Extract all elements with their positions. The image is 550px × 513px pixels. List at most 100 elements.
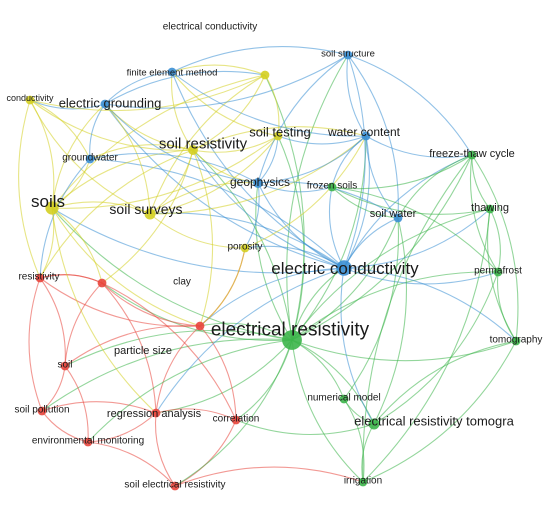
node-label-electrical-resistivity[interactable]: electrical resistivity — [211, 320, 370, 341]
node-label-soil-resistivity[interactable]: soil resistivity — [159, 135, 248, 152]
node-label-permafrost[interactable]: permafrost — [474, 266, 522, 277]
edge-electric-grounding-soil-structure — [104, 54, 349, 109]
node-clay[interactable] — [195, 321, 205, 331]
edge-soil-structure-freeze-thaw-cycle — [347, 54, 473, 156]
edge-electric-conductivity-regression-analysis — [155, 267, 345, 414]
node-label-finite-element-method[interactable]: finite element method — [127, 67, 218, 78]
node-label-electrical-conductivity[interactable]: electrical conductivity — [163, 22, 257, 33]
node-label-tomography[interactable]: tomography — [490, 335, 543, 346]
edge-clay-correlation — [199, 325, 237, 421]
node-frozen-soils[interactable] — [327, 182, 337, 192]
edge-soils-electrical-conductivity — [51, 74, 266, 209]
node-label-correlation[interactable]: correlation — [213, 414, 260, 425]
node-label-frozen-soils[interactable]: frozen soils — [307, 181, 358, 192]
edge-geophysics-porosity — [244, 182, 260, 249]
node-regression-analysis[interactable] — [151, 408, 161, 418]
edge-particle-size-correlation — [101, 282, 237, 421]
edge-electrical-resistivity-tomography-correlation — [235, 419, 375, 435]
edge-electric-grounding-groundwater — [89, 103, 106, 160]
edge-soil-resistivity — [39, 277, 66, 367]
node-label-soil-electrical-resistivity[interactable]: soil electrical resistivity — [124, 480, 225, 491]
node-electric-grounding[interactable] — [100, 99, 110, 109]
edge-soils-regression-analysis — [51, 207, 157, 414]
node-label-clay[interactable]: clay — [173, 277, 191, 288]
node-resistivity[interactable] — [35, 273, 45, 283]
node-label-geophysics[interactable]: geophysics — [230, 175, 290, 189]
node-water-content[interactable] — [361, 131, 371, 141]
node-label-porosity[interactable]: porosity — [227, 242, 262, 253]
node-electrical-conductivity[interactable] — [260, 70, 270, 80]
node-soil-resistivity[interactable] — [188, 145, 198, 155]
node-finite-element-method[interactable] — [167, 67, 177, 77]
node-label-numerical-model[interactable]: numerical model — [307, 393, 380, 404]
node-label-soil-testing[interactable]: soil testing — [249, 125, 310, 140]
node-electrical-resistivity[interactable] — [282, 330, 302, 350]
edge-electrical-resistivity-irrigation — [291, 339, 364, 483]
node-soil-structure[interactable] — [343, 50, 353, 60]
edge-soil-resistivity-resistivity — [39, 149, 194, 279]
node-numerical-model[interactable] — [339, 394, 349, 404]
edge-soil-surveys-electrical-conductivity — [149, 74, 266, 215]
node-conductivity[interactable] — [25, 95, 35, 105]
node-soil-water[interactable] — [393, 213, 403, 223]
node-label-resistivity[interactable]: resistivity — [18, 272, 59, 283]
node-label-environmental-monitoring[interactable]: environmental monitoring — [32, 436, 144, 447]
edge-electrical-resistivity-tomography — [291, 339, 517, 362]
edge-water-content-soil-water — [365, 135, 399, 219]
edge-electrical-resistivity-electrical-conductivity — [264, 74, 305, 341]
edge-water-content-freeze-thaw-cycle — [365, 135, 473, 158]
node-label-conductivity[interactable]: conductivity — [6, 93, 54, 103]
node-soil[interactable] — [60, 361, 70, 371]
node-correlation[interactable] — [231, 415, 241, 425]
node-groundwater[interactable] — [85, 154, 95, 164]
node-particle-size[interactable] — [97, 278, 107, 288]
edge-electrical-resistivity-soil-water — [291, 217, 399, 341]
node-label-soils[interactable]: soils — [31, 192, 65, 211]
edge-water-content-soil-structure — [346, 54, 367, 137]
node-label-electric-conductivity[interactable]: electric conductivity — [271, 259, 419, 278]
node-label-electrical-resistivity-tomography[interactable]: electrical resistivity tomogra — [354, 414, 514, 429]
node-label-thawing[interactable]: thawing — [471, 202, 509, 214]
node-label-electric-grounding[interactable]: electric grounding — [59, 96, 162, 111]
edge-freeze-thaw-cycle-thawing — [471, 154, 491, 210]
edge-soil-resistivity-clay — [192, 149, 214, 327]
node-electric-conductivity[interactable] — [336, 260, 352, 276]
edge-electric-grounding-geophysics — [104, 103, 259, 184]
node-label-groundwater[interactable]: groundwater — [62, 153, 118, 164]
node-label-soil-structure[interactable]: soil structure — [321, 48, 375, 59]
edge-particle-size-soil — [64, 282, 103, 367]
node-label-soil-water[interactable]: soil water — [370, 208, 417, 220]
node-label-irrigation[interactable]: irrigation — [344, 476, 382, 487]
node-thawing[interactable] — [485, 204, 495, 214]
node-label-water-content[interactable]: water content — [327, 125, 401, 139]
edge-electric-conductivity-tomography — [343, 267, 517, 342]
node-electrical-resistivity-tomography[interactable] — [368, 418, 380, 430]
node-environmental-monitoring[interactable] — [83, 437, 93, 447]
node-soil-surveys[interactable] — [144, 208, 156, 220]
node-porosity[interactable] — [240, 243, 250, 253]
edge-soil-resistivity-particle-size — [101, 149, 194, 284]
node-permafrost[interactable] — [493, 267, 503, 277]
edge-porosity-clay — [199, 247, 246, 327]
edge-thawing-permafrost — [489, 208, 501, 273]
edge-numerical-model-soil-water — [343, 217, 400, 400]
edge-permafrost-tomography — [496, 271, 517, 342]
edge-particle-size-regression-analysis — [101, 282, 157, 414]
node-label-freeze-thaw-cycle[interactable]: freeze-thaw cycle — [429, 148, 515, 160]
node-soil-testing[interactable] — [273, 131, 283, 141]
node-label-regression-analysis[interactable]: regression analysis — [107, 408, 202, 420]
edge-soils-particle-size — [51, 207, 103, 284]
node-soil-electrical-resistivity[interactable] — [170, 481, 180, 491]
node-label-soil-surveys[interactable]: soil surveys — [109, 201, 182, 217]
edge-clay-porosity — [199, 247, 246, 327]
node-freeze-thaw-cycle[interactable] — [467, 150, 477, 160]
node-tomography[interactable] — [511, 336, 521, 346]
node-label-soil-pollution[interactable]: soil pollution — [14, 405, 69, 416]
node-label-soil[interactable]: soil — [57, 360, 72, 371]
node-soil-pollution[interactable] — [37, 406, 47, 416]
node-geophysics[interactable] — [253, 178, 263, 188]
node-soils[interactable] — [45, 201, 59, 215]
node-label-particle-size[interactable]: particle size — [114, 345, 172, 357]
node-irrigation[interactable] — [358, 477, 368, 487]
edge-soil-surveys-conductivity — [29, 99, 151, 215]
